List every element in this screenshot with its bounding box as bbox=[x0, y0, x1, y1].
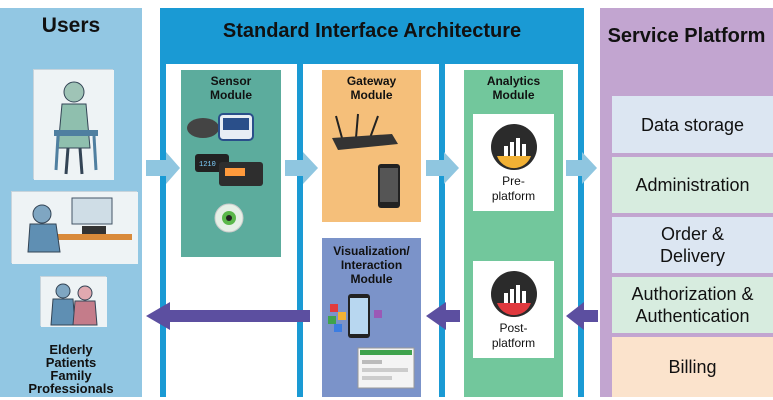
users-group-professionals: Professionals bbox=[28, 381, 114, 396]
service-billing: Billing bbox=[612, 337, 773, 397]
sensor-devices-icon: 1210 bbox=[187, 113, 263, 233]
forward-arrow bbox=[146, 152, 180, 184]
users-group-elderly: Elderly bbox=[49, 342, 93, 357]
service-data-storage: Data storage bbox=[612, 96, 773, 153]
architecture-header bbox=[160, 8, 584, 64]
architecture-border-left bbox=[160, 8, 166, 397]
analytics-module-title: Analytics Module bbox=[486, 74, 541, 102]
sensor-module-title: Sensor Module bbox=[210, 74, 252, 102]
elderly-walker-illustration bbox=[33, 69, 114, 180]
visualization-module-title: Visualization/ Interaction Module bbox=[333, 244, 410, 286]
service-authorization-authentication: Authorization & Authentication bbox=[612, 277, 773, 333]
forward-arrow bbox=[566, 152, 597, 184]
architecture-divider bbox=[439, 64, 445, 397]
gateway-module-title: Gateway Module bbox=[346, 74, 397, 102]
sensor-module: Sensor Module 1210 bbox=[181, 70, 281, 257]
pre-platform-card: Pre- platform bbox=[473, 114, 554, 211]
service-administration: Administration bbox=[612, 157, 773, 213]
family-illustration bbox=[40, 276, 107, 327]
post-platform-card: Post- platform bbox=[473, 261, 554, 358]
router-phone-icon bbox=[332, 113, 400, 208]
architecture-title: Standard Interface Architecture bbox=[222, 20, 522, 42]
app-screens-icon bbox=[328, 294, 415, 389]
svg-text:1210: 1210 bbox=[199, 161, 216, 169]
visualization-module: Visualization/ Interaction Module bbox=[322, 238, 421, 397]
post-platform-label: Post- platform bbox=[491, 321, 536, 350]
users-group-family: Family bbox=[50, 368, 92, 383]
return-arrow bbox=[566, 302, 598, 330]
gateway-module: Gateway Module bbox=[322, 70, 421, 222]
users-group-patients: Patients bbox=[45, 355, 97, 370]
users-group-list: Elderly Patients Family Professionals bbox=[0, 343, 142, 395]
forward-arrow bbox=[285, 152, 318, 184]
return-arrow bbox=[146, 302, 310, 330]
pre-platform-label: Pre- platform bbox=[491, 174, 536, 203]
service-platform-title: Service Platform bbox=[607, 25, 766, 47]
architecture-border-right bbox=[578, 8, 584, 397]
analytics-logo-icon bbox=[490, 124, 537, 170]
analytics-logo-icon bbox=[490, 271, 537, 317]
forward-arrow bbox=[426, 152, 459, 184]
service-order-delivery: Order & Delivery bbox=[612, 217, 773, 273]
architecture-divider bbox=[297, 64, 303, 397]
patient-desk-illustration bbox=[11, 191, 138, 264]
return-arrow bbox=[426, 302, 460, 330]
users-title: Users bbox=[41, 14, 101, 37]
